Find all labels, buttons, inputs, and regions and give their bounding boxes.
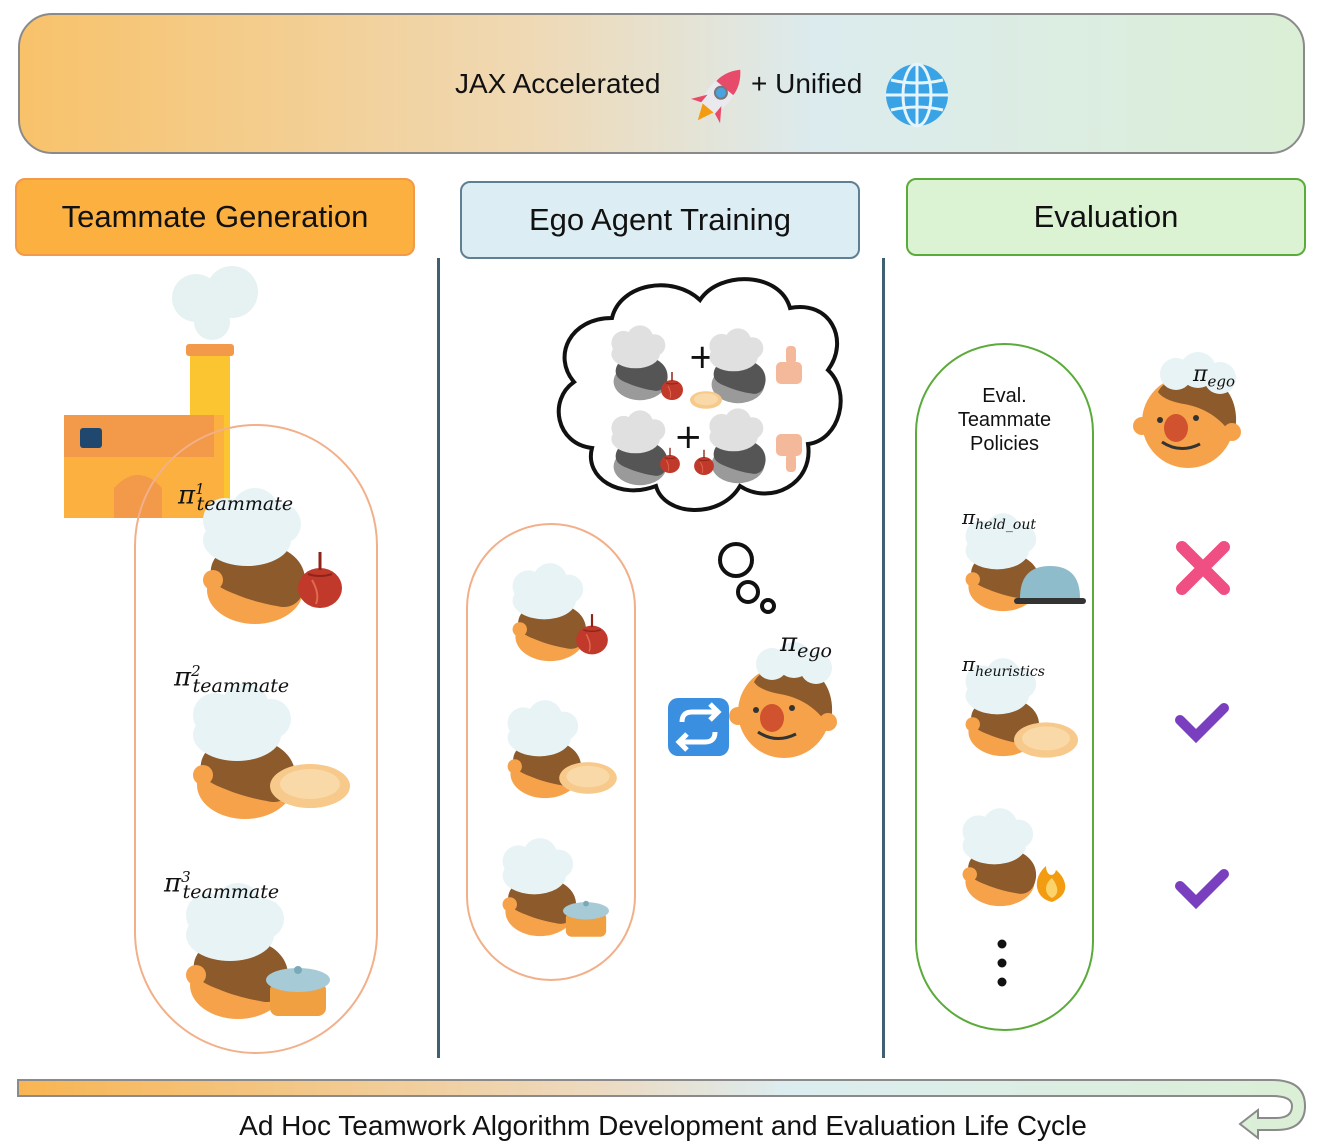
thumbs-up-icon — [776, 346, 802, 384]
training-population-pill — [466, 523, 636, 981]
check-icon-2 — [1175, 869, 1229, 910]
eval-teammates-pill — [915, 343, 1094, 1031]
plate-icon — [559, 762, 617, 794]
heuristics-label: πheuristics — [962, 652, 1045, 680]
thumbs-down-icon — [776, 434, 802, 472]
teammate-1-label: π1teammate — [178, 480, 294, 515]
cloche-icon — [1014, 566, 1086, 604]
check-icon-1 — [1175, 703, 1229, 744]
teammate-2-label: π2teammate — [174, 662, 290, 697]
held-out-label: πheld_out — [962, 505, 1036, 533]
factory-icon — [64, 266, 258, 518]
eval-teammate-policies-label: Eval. Teammate Policies — [957, 385, 1052, 455]
teammate-population-pill — [134, 424, 378, 1054]
chef-small-1-icon — [512, 563, 587, 662]
lifecycle-caption: Ad Hoc Teamwork Algorithm Development an… — [239, 1110, 1087, 1141]
globe-icon — [886, 62, 948, 128]
section-header-teammate-generation: Teammate Generation — [15, 178, 415, 256]
column-divider — [882, 258, 885, 1058]
cross-icon — [1176, 541, 1230, 595]
column-divider — [437, 258, 440, 1058]
rocket-icon — [690, 69, 741, 124]
section-header-ego-agent-training: Ego Agent Training — [460, 181, 860, 259]
lifecycle-arrow — [17, 1079, 1307, 1141]
banner-jax-text: JAX Accelerated — [455, 68, 661, 99]
pot-icon — [562, 900, 610, 937]
chef-small-3-icon — [502, 838, 577, 937]
section-header-evaluation: Evaluation — [906, 178, 1306, 256]
ego-eval-label: πego — [1193, 362, 1235, 391]
svg-text:+: + — [674, 417, 703, 457]
header-banner — [18, 13, 1305, 154]
teammate-3-label: π3teammate — [164, 868, 280, 903]
ego-label: πego — [780, 628, 832, 663]
repeat-icon — [668, 698, 729, 756]
banner-unified-text: + Unified — [751, 68, 863, 99]
